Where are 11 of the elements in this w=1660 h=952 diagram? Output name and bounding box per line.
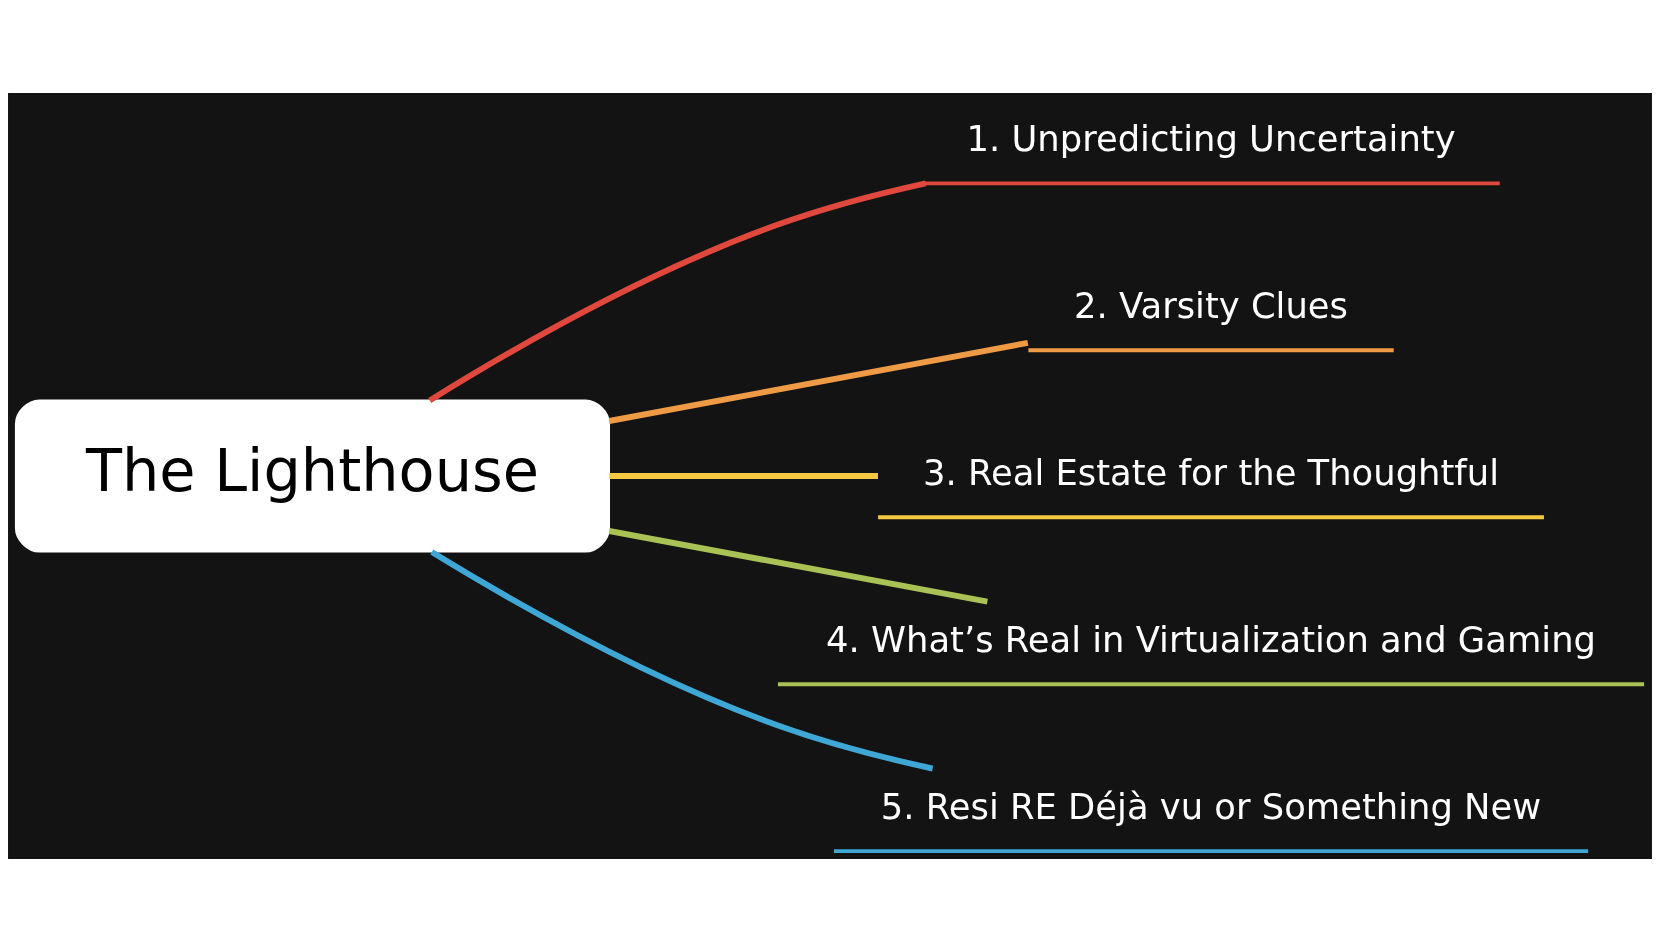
- connector: [428, 180, 927, 403]
- connector: [608, 528, 988, 605]
- connector: [430, 549, 934, 772]
- connector: [609, 473, 878, 479]
- node-text: 2. Varsity Clues: [1074, 284, 1348, 326]
- node-text: 5. Resi RE Déjà vu or Something New: [880, 785, 1542, 827]
- node-text: 4. What’s Real in Virtualization and Gaming: [826, 618, 1596, 660]
- node-box: The Lighthouse: [14, 399, 610, 553]
- node-text: 1. Unpredicting Uncertainty: [966, 117, 1456, 159]
- connector: [608, 339, 1029, 424]
- node-text: 3. Real Estate for the Thoughtful: [923, 451, 1499, 493]
